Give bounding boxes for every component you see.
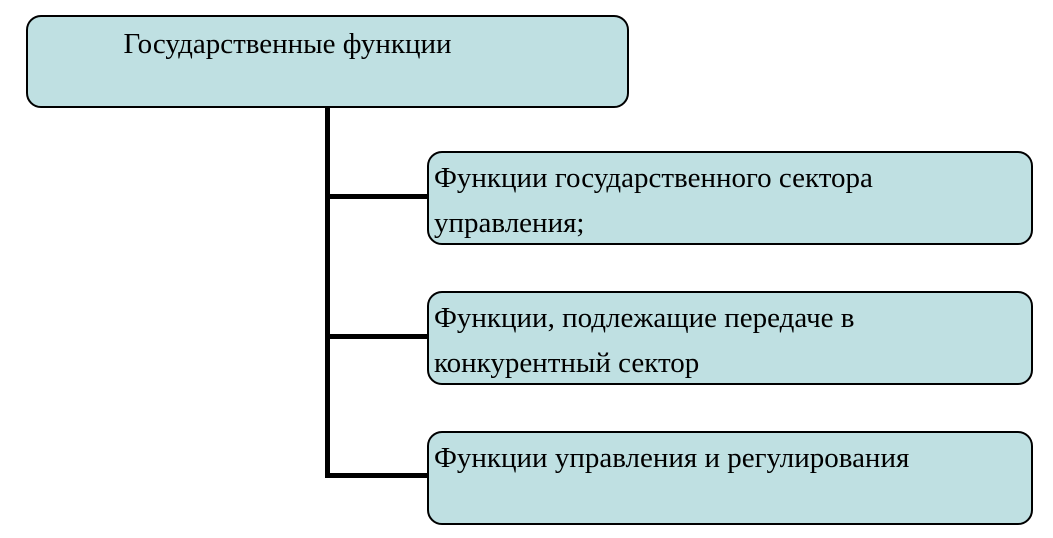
connector-trunk-line	[325, 107, 330, 478]
root-node-state-functions: Государственные функции	[26, 15, 629, 108]
connector-branch-2	[325, 334, 428, 339]
child-node-transfer-competitive-sector: Функции, подлежащие передаче в конкурент…	[427, 291, 1033, 385]
child-node-public-sector-functions: Функции государственного сектора управле…	[427, 151, 1033, 245]
child-node-management-regulation: Функции управления и регулирования	[427, 431, 1033, 525]
connector-branch-1	[325, 194, 428, 199]
connector-branch-3	[325, 473, 428, 478]
